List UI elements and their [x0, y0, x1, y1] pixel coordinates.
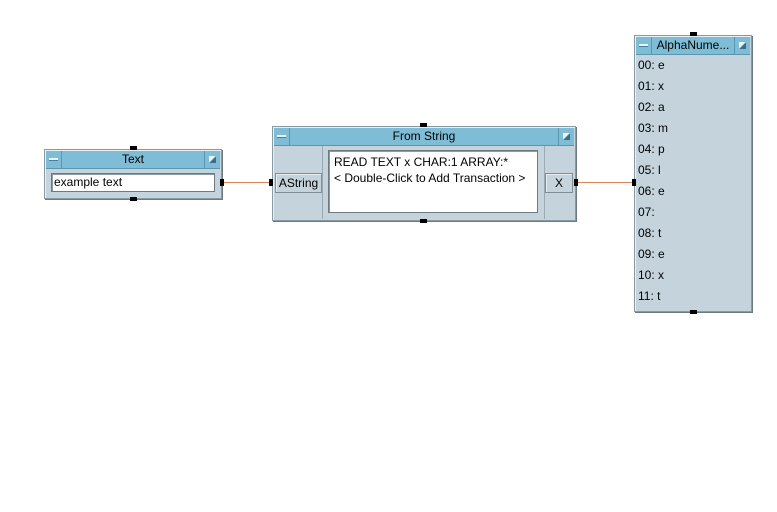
array-row: 06: e — [638, 184, 665, 198]
minimize-button[interactable] — [636, 37, 652, 54]
from-string-object[interactable]: From String AString READ TEXT x CHAR:1 A… — [272, 126, 576, 221]
array-row: 02: a — [638, 100, 665, 114]
transaction-list[interactable]: READ TEXT x CHAR:1 ARRAY:* < Double-Clic… — [328, 150, 538, 213]
sequence-out-pin[interactable] — [420, 219, 427, 223]
array-row: 07: — [638, 205, 655, 219]
data-out-pin[interactable] — [574, 179, 578, 186]
alphanumeric-title: AlphaNume... — [656, 38, 730, 52]
minimize-button[interactable] — [274, 128, 290, 145]
wire-fromstring-to-alphanumeric — [578, 182, 633, 183]
array-row: 08: t — [638, 226, 662, 240]
array-row: 09: e — [638, 247, 665, 261]
text-input-value: example text — [54, 175, 123, 189]
sequence-in-pin[interactable] — [130, 146, 137, 150]
data-out-pin[interactable] — [220, 179, 224, 186]
text-object-titlebar[interactable]: Text — [46, 151, 220, 169]
array-row: 00: e — [638, 58, 665, 72]
text-object-title: Text — [121, 152, 144, 166]
restore-button[interactable] — [204, 151, 220, 168]
minimize-button[interactable] — [46, 151, 62, 168]
minus-icon — [277, 135, 286, 137]
array-row: 11: t — [638, 289, 661, 303]
add-transaction-hint[interactable]: < Double-Click to Add Transaction > — [334, 171, 526, 185]
sequence-out-pin[interactable] — [130, 197, 137, 201]
from-string-title: From String — [392, 129, 456, 143]
array-row: 05: l — [638, 163, 661, 177]
resize-icon — [563, 133, 570, 140]
astring-input-terminal[interactable]: AString — [275, 173, 322, 193]
data-in-pin[interactable] — [632, 179, 636, 186]
sequence-out-pin[interactable] — [690, 310, 697, 314]
resize-icon — [739, 42, 746, 49]
array-display[interactable]: 00: e 01: x 02: a 03: m 04: p 05: l 06: … — [636, 55, 750, 310]
array-row: 04: p — [638, 142, 665, 156]
resize-icon — [209, 156, 216, 163]
minus-icon — [49, 158, 58, 160]
sequence-in-pin[interactable] — [690, 32, 697, 36]
data-in-pin[interactable] — [269, 179, 273, 186]
text-object[interactable]: Text example text — [44, 149, 222, 199]
transaction-item[interactable]: READ TEXT x CHAR:1 ARRAY:* — [334, 155, 509, 169]
restore-button[interactable] — [734, 37, 750, 54]
array-row: 03: m — [638, 121, 669, 135]
array-row: 10: x — [638, 268, 665, 282]
restore-button[interactable] — [558, 128, 574, 145]
right-terminal-area — [544, 146, 574, 219]
text-input[interactable]: example text — [51, 173, 215, 192]
alphanumeric-object[interactable]: AlphaNume... 00: e 01: x 02: a 03: m 04:… — [634, 35, 752, 312]
minus-icon — [639, 44, 648, 46]
wire-text-to-fromstring — [224, 182, 270, 183]
array-row: 01: x — [638, 79, 665, 93]
x-output-terminal[interactable]: X — [545, 173, 573, 193]
from-string-titlebar[interactable]: From String — [274, 128, 574, 146]
left-terminal-area — [274, 146, 323, 219]
sequence-in-pin[interactable] — [420, 123, 427, 127]
alphanumeric-titlebar[interactable]: AlphaNume... — [636, 37, 750, 55]
